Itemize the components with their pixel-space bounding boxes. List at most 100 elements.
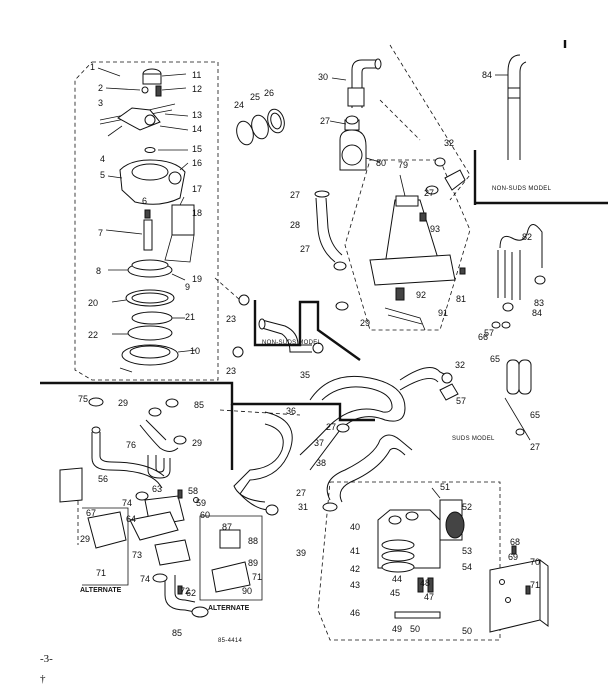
part-number: 57 xyxy=(484,328,494,338)
part-number: 92 xyxy=(416,290,426,300)
part-number: 65 xyxy=(530,410,540,420)
part-number: 89 xyxy=(248,558,258,568)
part-number: 80 xyxy=(376,158,386,168)
part-number: 50 xyxy=(462,626,472,636)
part-number: 29 xyxy=(80,534,90,544)
part-number: 26 xyxy=(264,88,274,98)
part-number: 75 xyxy=(78,394,88,404)
part-number: 63 xyxy=(152,484,162,494)
part-number: 48 xyxy=(420,578,430,588)
part-number: 24 xyxy=(234,100,244,110)
pump-assembly xyxy=(97,67,197,373)
part-number: 70 xyxy=(530,557,540,567)
part-number: 27 xyxy=(424,188,434,198)
part-number: 56 xyxy=(98,474,108,484)
part-number: 9 xyxy=(185,282,190,292)
part-number: 16 xyxy=(192,158,202,168)
part-number: 18 xyxy=(192,208,202,218)
part-number: 71 xyxy=(252,572,262,582)
part-number: 32 xyxy=(455,360,465,370)
part-number: 90 xyxy=(242,586,252,596)
part-number: 22 xyxy=(88,330,98,340)
part-number: 29 xyxy=(118,398,128,408)
part-number: 67 xyxy=(86,508,96,518)
part-number: 51 xyxy=(440,482,450,492)
part-number: 4 xyxy=(100,154,105,164)
part-number: 53 xyxy=(462,546,472,556)
part-number: 66 xyxy=(478,332,488,342)
part-number: 93 xyxy=(430,224,440,234)
part-number: 1 xyxy=(90,62,95,72)
part-number: 87 xyxy=(222,522,232,532)
part-number: 35 xyxy=(300,370,310,380)
page-number: -3- xyxy=(40,653,53,665)
right-hose-assembly xyxy=(491,224,546,441)
part-number: 29 xyxy=(192,438,202,448)
part-number: 44 xyxy=(392,574,402,584)
non-suds-hose-35 xyxy=(232,294,324,358)
part-number: 91 xyxy=(438,308,448,318)
part-number: 3 xyxy=(98,98,103,108)
part-number: 54 xyxy=(462,562,472,572)
part-number: 68 xyxy=(510,537,520,547)
part-number: 52 xyxy=(462,502,472,512)
part-number: 71 xyxy=(96,568,106,578)
part-number: 84 xyxy=(532,308,542,318)
non-suds-model-label-mid: NON-SUDS MODEL xyxy=(262,340,322,346)
section-dividers xyxy=(40,40,608,470)
part-number: 10 xyxy=(190,346,200,356)
part-number: 74 xyxy=(140,574,150,584)
part-number: 6 xyxy=(142,196,147,206)
part-number: 14 xyxy=(192,124,202,134)
non-suds-model-label-upper: NON-SUDS MODEL xyxy=(492,186,552,192)
part-number: 41 xyxy=(350,546,360,556)
part-number: 27 xyxy=(320,116,330,126)
diagram-reference-code: 85-4414 xyxy=(218,638,242,644)
part-number: 85 xyxy=(172,628,182,638)
upper-hoses xyxy=(314,58,466,331)
part-number: 23 xyxy=(226,314,236,324)
part-number: 23 xyxy=(226,366,236,376)
part-number: 32 xyxy=(444,138,454,148)
part-number: 38 xyxy=(316,458,326,468)
alternate-label-left: ALTERNATE xyxy=(80,587,122,594)
part-number: 27 xyxy=(326,422,336,432)
non-suds-model-text: NON-SUDS MODEL xyxy=(492,186,552,192)
part-number: 29 xyxy=(360,318,370,328)
part-number: 15 xyxy=(192,144,202,154)
margin-mark: † xyxy=(40,673,46,685)
part-number: 45 xyxy=(390,588,400,598)
part-number: 81 xyxy=(456,294,466,304)
part-number: 84 xyxy=(482,70,492,80)
part-number: 49 xyxy=(392,624,402,634)
part-number: 64 xyxy=(126,514,136,524)
part-number: 65 xyxy=(490,354,500,364)
elbow-and-standpipe xyxy=(434,54,527,191)
part-number: 82 xyxy=(522,232,532,242)
part-number: 7 xyxy=(98,228,103,238)
part-number: 58 xyxy=(188,486,198,496)
lower-left-drain xyxy=(59,397,263,618)
part-number: 37 xyxy=(314,438,324,448)
water-valve-assembly xyxy=(377,487,465,619)
part-number-labels: 1 2 3 4 5 6 7 8 9 10 11 12 13 14 15 16 1… xyxy=(78,62,544,638)
part-number: 71 xyxy=(530,580,540,590)
part-number: 27 xyxy=(300,244,310,254)
part-number: 57 xyxy=(456,396,466,406)
part-number: 88 xyxy=(248,536,258,546)
part-number: 20 xyxy=(88,298,98,308)
part-number: 72 xyxy=(180,586,190,596)
part-number: 31 xyxy=(298,502,308,512)
mounting-bracket xyxy=(489,545,549,633)
part-number: 46 xyxy=(350,608,360,618)
part-number: 28 xyxy=(290,220,300,230)
part-number: 25 xyxy=(250,92,260,102)
suds-model-label: SUDS MODEL xyxy=(452,436,495,442)
part-number: 73 xyxy=(132,550,142,560)
part-number: 74 xyxy=(122,498,132,508)
part-number: 47 xyxy=(424,592,434,602)
part-number: 27 xyxy=(530,442,540,452)
part-number: 62 xyxy=(186,588,196,598)
part-number: 12 xyxy=(192,84,202,94)
